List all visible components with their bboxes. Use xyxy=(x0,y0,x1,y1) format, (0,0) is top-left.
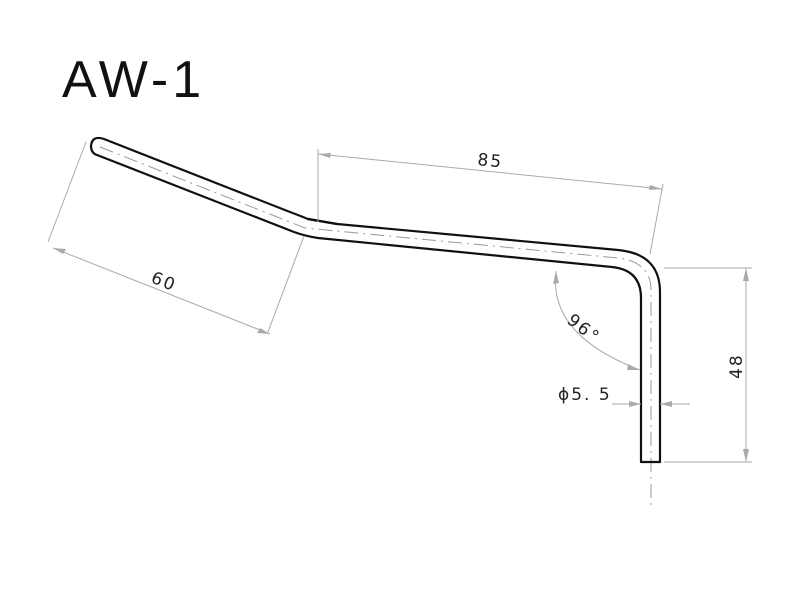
dimension-48-label: 48 xyxy=(727,353,747,379)
dimension-bend-angle-label: 96° xyxy=(563,310,604,348)
dimension-85: 85 xyxy=(317,149,664,255)
dimension-bend-angle: 96° xyxy=(553,270,641,371)
part-title: AW-1 xyxy=(62,51,205,109)
rod-centerline xyxy=(99,146,652,505)
rod-joint-seam xyxy=(306,217,339,226)
rod-outline xyxy=(89,136,662,464)
dimension-diameter: ϕ5. 5 xyxy=(558,385,690,407)
dimension-48: 48 xyxy=(664,267,752,463)
dimension-85-label: 85 xyxy=(476,150,504,172)
dimension-60: 60 xyxy=(47,141,305,335)
dimension-diameter-label: ϕ5. 5 xyxy=(558,385,612,405)
dimension-60-label: 60 xyxy=(148,268,179,296)
